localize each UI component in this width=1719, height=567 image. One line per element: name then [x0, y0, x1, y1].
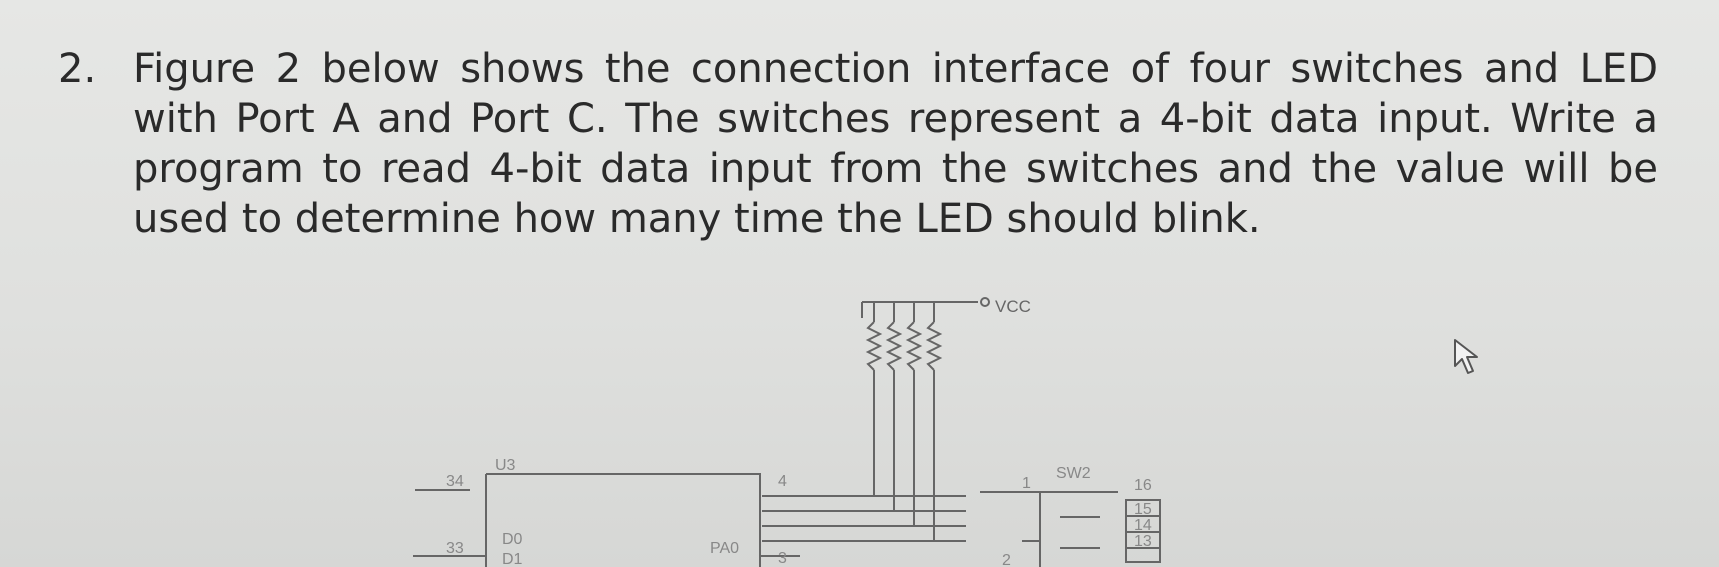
bus-lines [762, 495, 966, 542]
port-pa0-label: PA0 [710, 540, 739, 557]
vcc-terminal [980, 297, 990, 307]
question-block: 2. Figure 2 below shows the connection i… [58, 44, 1658, 244]
switch-pin-13-label: 13 [1134, 533, 1152, 550]
chip-pin-lines [413, 489, 800, 557]
switch-contacts [1060, 516, 1100, 549]
switch-pin-1-label: 1 [1022, 475, 1031, 492]
pin-4-label: 4 [778, 473, 787, 490]
question-text: Figure 2 below shows the connection inte… [133, 46, 1658, 242]
pin-3-label: 3 [778, 550, 787, 567]
chip-pin-d0-label: D0 [502, 531, 523, 548]
chip-pin-d1-label: D1 [502, 551, 523, 567]
pullup-resistor-1 [865, 321, 883, 371]
pullup-resistor-2 [885, 321, 903, 371]
question-number: 2. [58, 46, 97, 92]
vcc-label: VCC [995, 297, 1031, 316]
chip-u3 [485, 473, 761, 567]
switch-ref-label: SW2 [1056, 465, 1091, 482]
switch-pin-14-label: 14 [1134, 517, 1152, 534]
resistor-bus-verticals [873, 370, 935, 541]
chip-pin-33-label: 33 [446, 540, 464, 557]
resistor-drops [873, 302, 935, 322]
chip-ref-label: U3 [495, 457, 516, 474]
pullup-resistor-4 [925, 321, 943, 371]
pullup-resistor-3 [905, 321, 923, 371]
chip-pin-34-label: 34 [446, 473, 464, 490]
switch-pin-2-label: 2 [1002, 552, 1011, 567]
mouse-pointer-icon [1454, 339, 1478, 374]
switch-pin-16-label: 16 [1134, 477, 1152, 494]
switch-pin-15-label: 15 [1134, 501, 1152, 518]
